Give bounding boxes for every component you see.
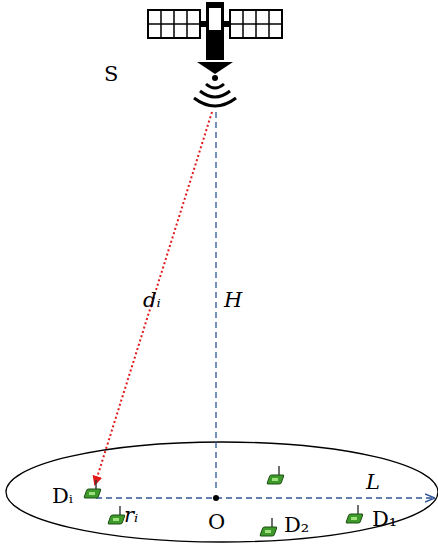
coverage-area xyxy=(6,442,438,542)
satellite-icon xyxy=(148,2,282,106)
device-icon xyxy=(346,505,363,523)
center-point xyxy=(213,495,219,501)
device-label: D₁ xyxy=(372,509,397,530)
device-icon xyxy=(108,506,125,524)
radius-label: L xyxy=(366,472,380,493)
device-icon xyxy=(260,518,277,536)
center-label: O xyxy=(208,512,225,533)
distance-arrow xyxy=(95,112,212,484)
device-label: D₂ xyxy=(284,515,309,536)
distance-label: dᵢ xyxy=(143,290,161,311)
device-label: Dᵢ xyxy=(52,486,73,507)
satellite-label: S xyxy=(104,64,118,85)
height-line xyxy=(215,112,216,490)
device-icon xyxy=(84,480,101,498)
device-icon xyxy=(267,466,284,484)
height-label: H xyxy=(224,290,242,311)
distance-label: rᵢ xyxy=(124,505,138,526)
radius-line xyxy=(96,497,434,498)
